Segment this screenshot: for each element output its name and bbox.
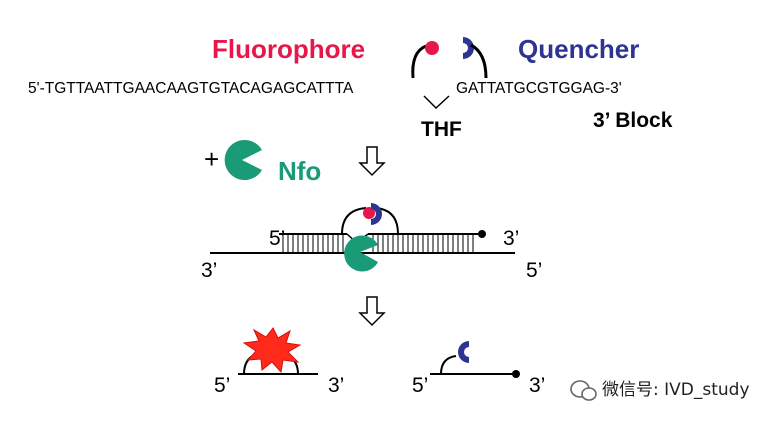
plus-sign: +: [204, 144, 219, 174]
down-arrow-icon: [358, 146, 386, 177]
probe-sequence-left: 5'-TGTTAATTGAACAAGTGTACAGAGCATTTA: [28, 80, 354, 97]
fluorophore-linker: [411, 44, 427, 79]
right-fragment-3-label: 3’: [529, 374, 545, 397]
fluorophore-label: Fluorophore: [212, 34, 365, 64]
left-fragment-3-label: 3’: [328, 374, 344, 397]
nfo-bound-icon: [344, 235, 378, 272]
fluorescence-burst-icon: [242, 327, 302, 374]
wechat-watermark: 微信号: IVD_study: [570, 380, 750, 401]
duplex-complex: [210, 203, 515, 272]
quencher-cap-duplex-icon: [371, 203, 382, 225]
thf-abasic-site: [423, 95, 450, 110]
block-dot: [478, 230, 486, 238]
probe-sequence-right: GATTATGCGTGGAG-3': [456, 80, 622, 97]
right-fragment-5-label: 5’: [412, 374, 428, 397]
left-fragment-5-label: 5’: [214, 374, 230, 397]
wechat-icon-bubble: [581, 387, 597, 401]
nfo-enzyme-icon: [224, 140, 262, 181]
fluorophore-dot-duplex: [363, 207, 375, 219]
quencher-linker: [470, 43, 488, 79]
quencher-cap-icon: [463, 37, 474, 59]
quencher-label: Quencher: [518, 34, 639, 64]
quencher-cap-product-icon: [458, 341, 469, 363]
thf-label: THF: [421, 118, 462, 141]
down-arrow-icon: [358, 296, 386, 327]
block-label: 3’ Block: [593, 109, 673, 132]
duplex-top-5-label: 5’: [269, 227, 285, 250]
nfo-label: Nfo: [278, 156, 321, 186]
fluorophore-loop: [341, 207, 367, 235]
block-dot-product: [512, 370, 520, 378]
duplex-top-3-label: 3’: [503, 227, 519, 250]
base-pair-hatch: [282, 234, 474, 253]
duplex-bottom-3-label: 3’: [201, 259, 217, 282]
watermark-text: 微信号: IVD_study: [602, 380, 750, 400]
duplex-bottom-5-label: 5’: [526, 259, 542, 282]
right-fragment-linker: [440, 355, 457, 375]
fluorophore-dot: [425, 41, 439, 55]
